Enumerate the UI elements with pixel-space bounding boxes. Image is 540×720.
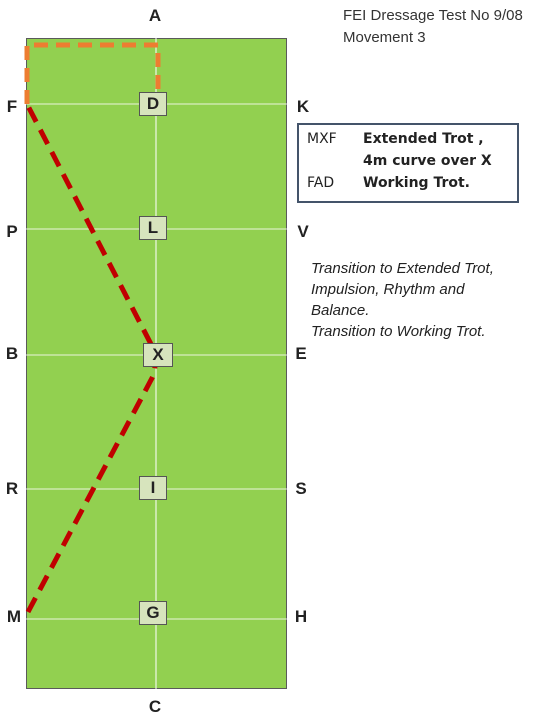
letter-m: M	[6, 607, 22, 626]
marker-l: L	[139, 216, 167, 240]
movement-code: FAD	[307, 175, 335, 191]
marker-g: G	[139, 601, 167, 625]
letter-k: K	[296, 97, 310, 116]
marker-i: I	[139, 476, 167, 500]
note-line: Transition to Working Trot.	[311, 323, 486, 340]
letter-e: E	[295, 344, 307, 363]
judging-notes: Transition to Extended Trot, Impulsion, …	[311, 258, 536, 342]
movement-number: Movement 3	[343, 29, 426, 46]
letter-c: C	[148, 697, 162, 716]
test-header: FEI Dressage Test No 9/08 Movement 3	[343, 5, 523, 49]
extended-trot-path	[25, 104, 158, 614]
test-title: FEI Dressage Test No 9/08	[343, 7, 523, 24]
movement-text: Working Trot.	[363, 175, 470, 191]
note-line: Transition to Extended Trot,	[311, 260, 494, 277]
letter-a: A	[148, 6, 162, 25]
marker-x: X	[143, 343, 173, 367]
movement-text: Extended Trot ,	[363, 131, 484, 147]
note-line: Balance.	[311, 302, 370, 319]
marker-d: D	[139, 92, 167, 116]
letter-p: P	[6, 222, 18, 241]
letter-b: B	[5, 344, 19, 363]
movement-code: MXF	[307, 131, 337, 147]
letter-f: F	[6, 97, 18, 116]
movement-row: FAD Working Trot.	[307, 175, 470, 191]
letter-h: H	[294, 607, 308, 626]
note-line: Impulsion, Rhythm and	[311, 281, 465, 298]
letter-s: S	[295, 479, 307, 498]
movement-description-box: MXF Extended Trot , 4m curve over X FAD Wo…	[297, 123, 519, 203]
letter-v: V	[297, 222, 309, 241]
working-trot-path	[24, 42, 161, 104]
movement-text: 4m curve over X	[363, 153, 492, 169]
movement-row: MXF Extended Trot ,	[307, 131, 484, 147]
letter-r: R	[5, 479, 19, 498]
